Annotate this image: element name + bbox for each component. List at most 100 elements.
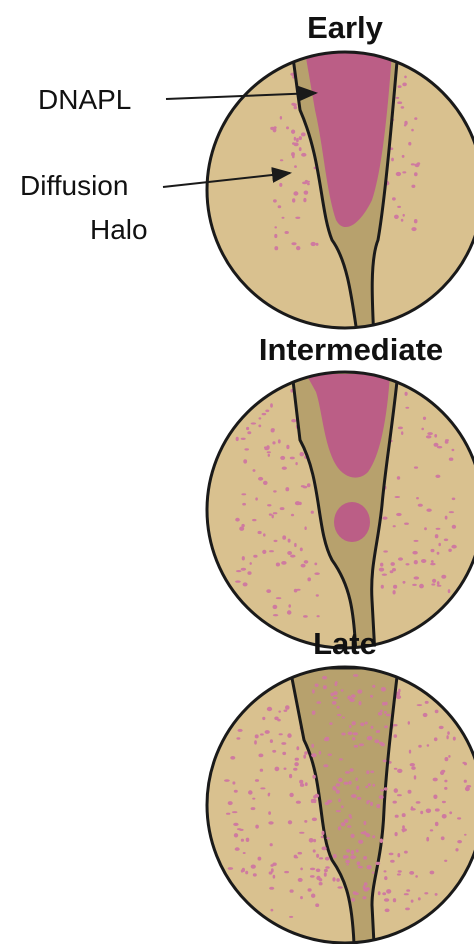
halo-dot xyxy=(351,694,356,698)
halo-dot xyxy=(427,432,433,435)
halo-dot xyxy=(296,138,299,142)
halo-dot xyxy=(384,711,387,714)
halo-dot xyxy=(349,781,352,785)
halo-dot xyxy=(273,128,277,133)
halo-dot xyxy=(226,813,230,815)
halo-dot xyxy=(236,570,242,572)
halo-dot xyxy=(291,242,296,245)
halo-dot xyxy=(380,563,383,567)
halo-dot xyxy=(241,839,244,842)
halo-dot xyxy=(242,556,245,560)
halo-dot xyxy=(451,545,456,549)
halo-dot xyxy=(411,900,414,903)
halo-dot xyxy=(375,862,380,865)
halo-dot xyxy=(292,103,296,106)
halo-dot xyxy=(393,898,396,902)
halo-dot xyxy=(341,822,346,826)
halo-dot xyxy=(311,744,314,748)
halo-dot xyxy=(273,614,278,616)
halo-dot xyxy=(265,410,269,413)
halo-dot xyxy=(285,705,290,710)
halo-dot xyxy=(325,866,330,869)
halo-dot xyxy=(404,851,408,854)
halo-dot xyxy=(321,836,324,838)
halo-dot xyxy=(303,198,306,202)
halo-dot xyxy=(255,497,258,500)
halo-dot xyxy=(341,733,345,736)
halo-dot xyxy=(268,454,270,457)
halo-dot xyxy=(294,855,298,859)
halo-dot xyxy=(228,801,233,805)
halo-dot xyxy=(278,711,281,713)
halo-dot xyxy=(396,513,402,516)
halo-dot xyxy=(385,909,390,913)
halo-dot xyxy=(300,548,303,552)
halo-dot xyxy=(275,767,280,772)
halo-dot xyxy=(432,579,436,583)
halo-dot xyxy=(286,445,289,449)
halo-dot xyxy=(393,585,397,589)
halo-dot xyxy=(299,832,304,834)
halo-dot xyxy=(404,76,407,79)
halo-dot xyxy=(321,831,324,835)
halo-dot xyxy=(396,97,400,99)
halo-dot xyxy=(296,746,299,750)
halo-dot xyxy=(255,734,259,738)
diffusion-label: Diffusion xyxy=(20,170,128,202)
halo-dot xyxy=(295,217,300,219)
halo-dot xyxy=(307,183,310,186)
halo-dot xyxy=(230,756,235,760)
halo-dot xyxy=(404,893,409,895)
halo-dot xyxy=(292,198,295,202)
halo-dot xyxy=(278,205,282,208)
halo-dot xyxy=(435,475,440,478)
halo-dot xyxy=(272,750,276,753)
halo-dot xyxy=(325,737,329,740)
halo-dot xyxy=(301,132,306,136)
halo-dot xyxy=(430,563,435,566)
halo-dot xyxy=(370,802,373,806)
halo-dot xyxy=(453,737,456,741)
halo-dot xyxy=(424,892,428,894)
halo-dot xyxy=(347,825,351,828)
halo-dot xyxy=(435,822,439,826)
halo-dot xyxy=(424,527,427,530)
halo-dot xyxy=(291,514,294,517)
halo-dot xyxy=(266,589,271,593)
halo-dot xyxy=(238,729,243,732)
halo-dot xyxy=(279,733,283,735)
halo-dot xyxy=(442,801,446,803)
halo-dot xyxy=(414,540,419,542)
halo-dot xyxy=(341,805,344,808)
halo-dot xyxy=(384,870,387,872)
halo-dot xyxy=(401,219,404,222)
halo-dot xyxy=(445,516,448,520)
halo-dot xyxy=(267,451,271,453)
halo-dot xyxy=(273,875,276,879)
halo-dot xyxy=(323,685,327,689)
halo-dot xyxy=(291,130,295,134)
halo-dot xyxy=(353,674,358,677)
halo-dot xyxy=(288,539,291,543)
halo-dot xyxy=(263,481,268,485)
halo-dot xyxy=(262,550,266,554)
halo-dot xyxy=(279,183,282,187)
halo-dot xyxy=(398,689,400,693)
halo-dot xyxy=(367,865,372,869)
halo-dot xyxy=(397,101,402,104)
halo-dot xyxy=(258,857,262,861)
halo-dot xyxy=(419,584,424,589)
halo-dot xyxy=(294,165,297,168)
halo-dot xyxy=(392,197,396,200)
halo-dot xyxy=(273,490,277,492)
halo-dot xyxy=(401,106,405,109)
halo-dot xyxy=(260,787,265,789)
halo-dot xyxy=(288,604,291,608)
halo-dot xyxy=(299,780,303,784)
halo-dot xyxy=(393,590,396,594)
halo-dot xyxy=(250,562,252,565)
halo-dot xyxy=(371,726,374,729)
halo-dot xyxy=(349,814,352,817)
halo-dot xyxy=(316,594,319,596)
halo-dot xyxy=(251,865,256,869)
